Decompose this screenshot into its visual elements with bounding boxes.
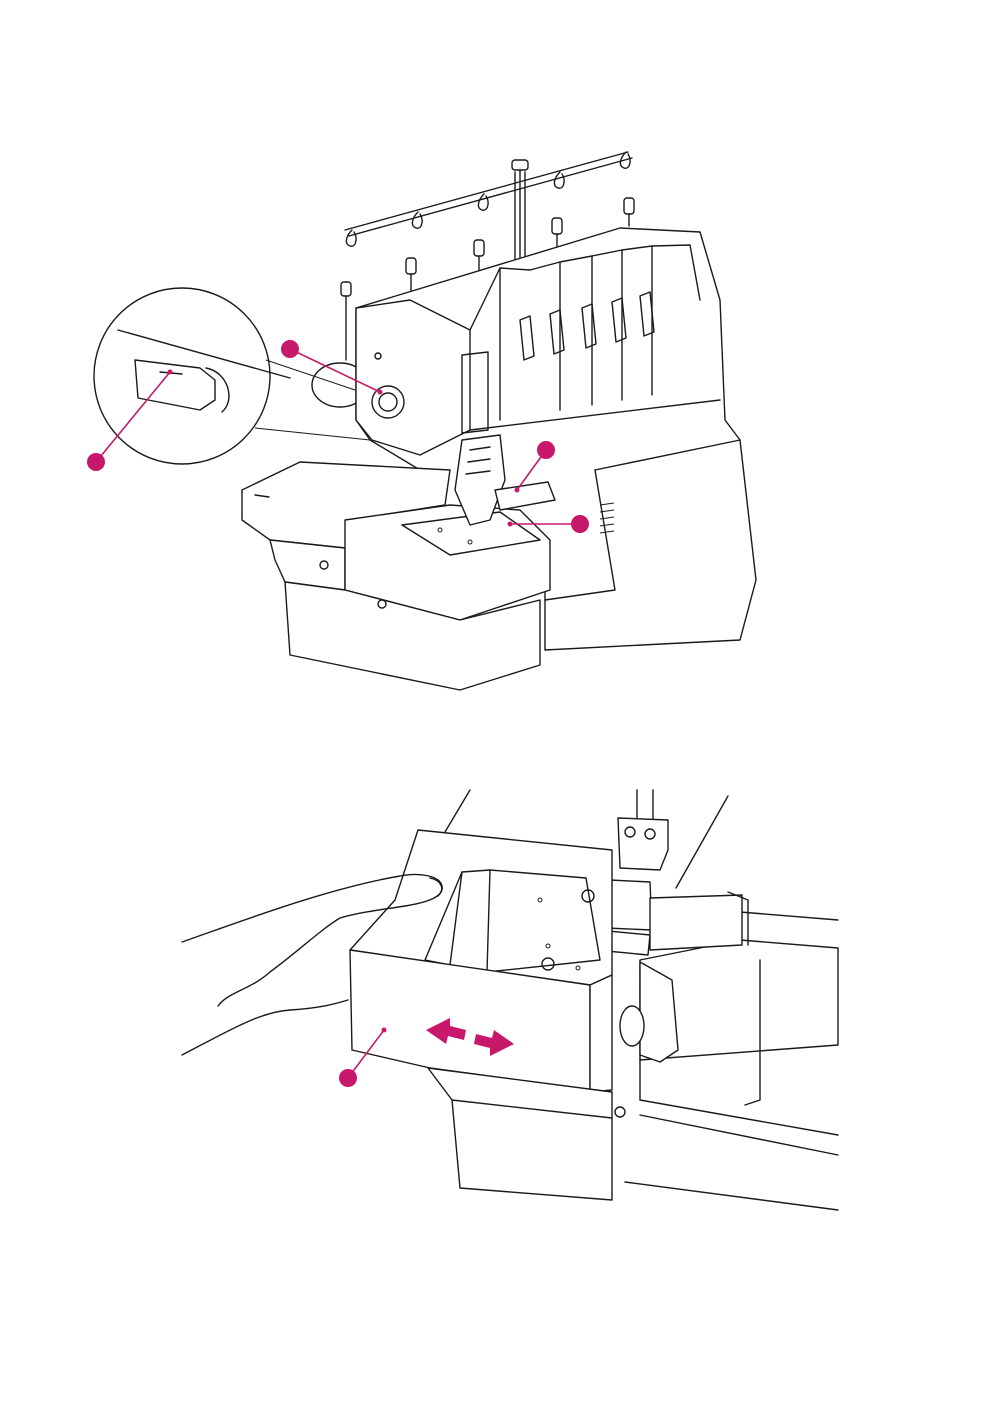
extension-table bbox=[350, 830, 625, 1200]
side-knob bbox=[620, 962, 678, 1100]
free-arm-removal-figure bbox=[0, 760, 999, 1280]
needle-assembly bbox=[596, 790, 748, 955]
serger-overview-figure bbox=[0, 0, 999, 720]
